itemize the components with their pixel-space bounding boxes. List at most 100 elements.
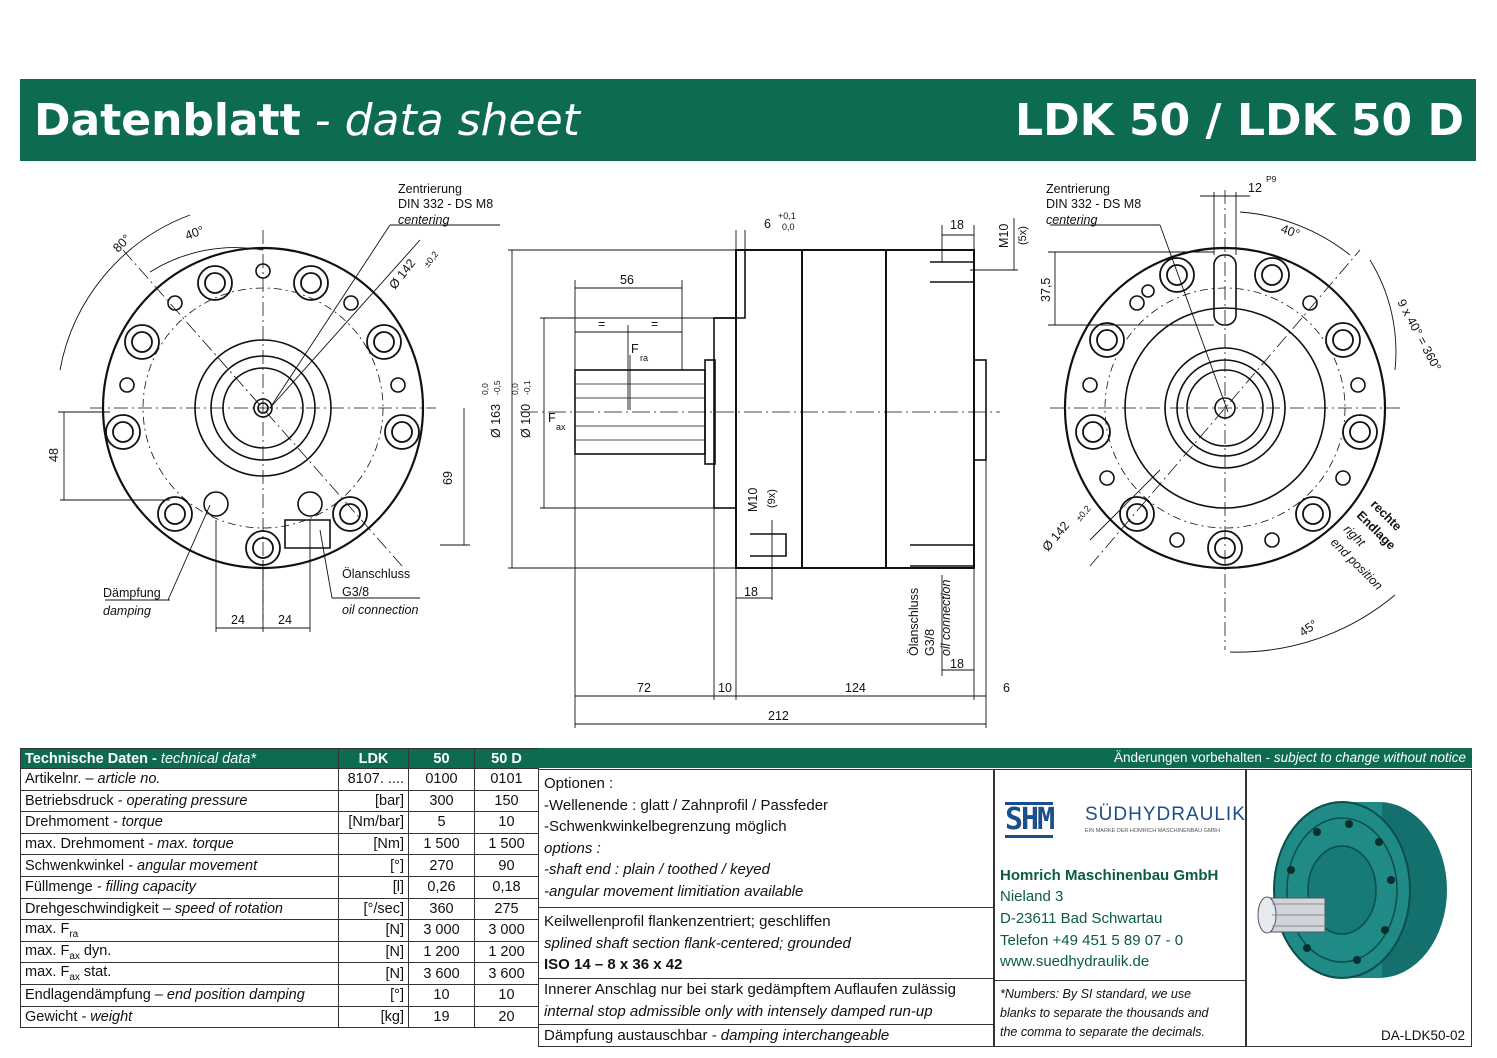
row-label-en: operating pressure [126, 792, 248, 809]
row-unit: [°/sec] [338, 897, 409, 921]
tol-d100-lower: -0,1 [522, 380, 532, 395]
row-value-50: 3 000 [408, 919, 475, 942]
row-unit: [N] [338, 940, 409, 964]
spline-iso: ISO 14 – 8 x 36 x 42 [544, 956, 683, 973]
row-label-tail: dyn. [79, 942, 112, 959]
brand-name: SÜDHYDRAULIK [1085, 804, 1246, 825]
row-label: max. Drehmoment - max. torque [20, 832, 339, 856]
dim-d142-right: Ø 142 [1040, 519, 1073, 554]
row-label-de: Drehgeschwindigkeit [25, 900, 159, 917]
dim-angle-40-left: 40° [183, 223, 206, 243]
document-title: Datenblatt - data sheet [34, 95, 580, 146]
row-value-50: 0,26 [408, 875, 475, 899]
dim-56: 56 [620, 273, 634, 287]
dim-9x40: 9 x 40° = 360° [1394, 297, 1444, 373]
spline-de: Keilwellenprofil flankenzentriert; gesch… [544, 913, 831, 930]
label-din-right: DIN 332 - DS M8 [1046, 197, 1141, 211]
dim-6: 6 [764, 217, 771, 231]
row-label-separator: – [81, 771, 98, 788]
row-label-separator: - [108, 814, 122, 831]
dim-d142-left: Ø 142 [386, 256, 418, 291]
table-header: Technische Daten - technical data* LDK 5… [20, 748, 539, 769]
stop-de: Innerer Anschlag nur bei stark gedämpfte… [544, 981, 956, 998]
table-row: Drehgeschwindigkeit – speed of rotation[… [20, 897, 539, 921]
label-zentrierung-right: Zentrierung [1046, 182, 1110, 196]
spline-en: splined shaft section flank-centered; gr… [544, 934, 851, 952]
row-unit: 8107. .... [338, 768, 409, 791]
company-street: Nieland 3 [1000, 888, 1064, 905]
row-label-de: Endlagendämpfung [25, 987, 151, 1004]
tol-d163-upper: 0,0 [480, 383, 490, 395]
dim-24-a: 24 [231, 613, 245, 627]
notice-de: Änderungen vorbehalten [1114, 750, 1262, 765]
row-label-de: max. F [25, 921, 70, 937]
row-label-de: Gewicht [25, 1008, 78, 1025]
row-label-en: angular movement [137, 857, 258, 874]
row-label-de: Schwenkwinkel [25, 857, 125, 874]
row-value-50: 0100 [408, 768, 475, 791]
row-label-de: max. F [25, 964, 70, 981]
row-label-de: max. Drehmoment [25, 836, 145, 853]
row-value-50d: 150 [474, 789, 539, 813]
label-9x: (9x) [766, 489, 778, 508]
options-panel: Optionen : -Wellenende : glatt / Zahnpro… [538, 769, 994, 1047]
damping-de: Dämpfung austauschbar [544, 1027, 708, 1044]
table-row: Endlagendämpfung – end position damping[… [20, 983, 539, 1007]
tol-6-lower: 0,0 [782, 222, 795, 232]
header-col-50d: 50 D [474, 748, 539, 769]
company-website[interactable]: www.suedhydraulik.de [1000, 953, 1150, 970]
row-label-en: weight [90, 1008, 133, 1025]
stop-block: Innerer Anschlag nur bei stark gedämpfte… [544, 979, 956, 1022]
title-bar: Datenblatt - data sheet LDK 50 / LDK 50 … [20, 79, 1476, 161]
label-zentrierung-left: Zentrierung [398, 182, 462, 196]
row-label: max. Fax stat. [20, 962, 339, 985]
technical-drawing: Zentrierung DIN 332 - DS M8 centering Ø … [47, 174, 1444, 728]
row-value-50: 10 [408, 983, 475, 1007]
divider [995, 980, 1245, 981]
si-note-line3: the comma to separate the decimals. [1000, 1025, 1205, 1039]
row-value-50d: 90 [474, 854, 539, 877]
row-unit: [°] [338, 983, 409, 1007]
row-label: Schwenkwinkel - angular movement [20, 854, 339, 877]
row-label: Betriebsdruck - operating pressure [20, 789, 339, 813]
row-label-en: article no. [97, 771, 161, 788]
si-note-line1: *Numbers: By SI standard, we use [1000, 987, 1192, 1001]
tol-d142-right: ±0,2 [1074, 503, 1093, 523]
row-value-50d: 20 [474, 1005, 539, 1029]
row-value-50d: 1 200 [474, 940, 539, 964]
row-label-en: filling capacity [105, 879, 196, 896]
row-label: max. Fax dyn. [20, 940, 339, 964]
spline-block: Keilwellenprofil flankenzentriert; gesch… [544, 911, 851, 976]
title-en: data sheet [344, 95, 580, 146]
row-label-sub: ra [69, 928, 79, 940]
header-col-ldk: LDK [338, 748, 409, 769]
dim-69: 69 [441, 471, 455, 485]
label-fax-sub: ax [556, 422, 566, 432]
row-label-separator: - [77, 1008, 91, 1025]
row-value-50d: 3 000 [474, 919, 539, 942]
row-label: Endlagendämpfung – end position damping [20, 983, 339, 1007]
row-label: Drehgeschwindigkeit – speed of rotation [20, 897, 339, 921]
tol-p9: P9 [1266, 174, 1277, 184]
tol-6-upper: +0,1 [778, 211, 796, 221]
title-separator: - [300, 95, 345, 146]
notice-bar: Änderungen vorbehalten - subject to chan… [538, 748, 1472, 768]
dim-18-mid: 18 [744, 585, 758, 599]
dim-angle-40-right: 40° [1279, 222, 1302, 242]
notice-separator: - [1261, 750, 1274, 765]
tol-d163-lower: -0,5 [492, 380, 502, 395]
company-city: D-23611 Bad Schwartau [1000, 910, 1163, 927]
header-label-en: technical data* [160, 750, 257, 767]
row-label-tail: stat. [79, 964, 112, 981]
si-note: *Numbers: By SI standard, we use blanks … [1000, 985, 1208, 1042]
option-shaft-en: -shaft end : plain / toothed / keyed [544, 861, 770, 878]
row-label: Drehmoment - torque [20, 811, 339, 834]
divider [539, 978, 993, 979]
dim-6-end: 6 [1003, 681, 1010, 695]
company-phone: Telefon +49 451 5 89 07 - 0 [1000, 932, 1184, 949]
